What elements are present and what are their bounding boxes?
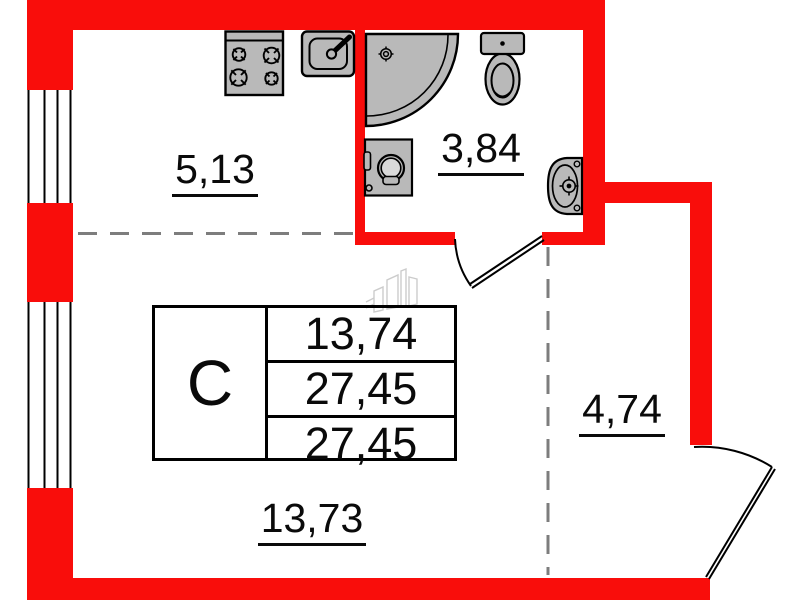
room-area-value: 13,73	[257, 498, 367, 546]
area-row-total-reduced: 27,45	[268, 415, 454, 470]
area-row-total: 27,45	[268, 360, 454, 415]
stove-icon	[224, 30, 285, 97]
window-top-icon	[27, 90, 72, 203]
shower-icon	[364, 32, 460, 128]
bathroom-area-label: 3,84	[429, 128, 533, 176]
hallway-area-value: 4,74	[579, 389, 665, 437]
kitchen-sink-icon	[300, 30, 356, 78]
bathroom-door-icon	[454, 235, 545, 289]
kitchen-area-value: 5,13	[172, 149, 258, 197]
walls	[27, 0, 712, 600]
entrance-door-icon	[693, 445, 776, 580]
area-table-values: 13,74 27,45 27,45	[268, 308, 454, 469]
window-bottom-icon	[27, 302, 72, 488]
washbasin-icon	[546, 156, 584, 216]
washing-machine-icon	[363, 138, 414, 197]
toilet-icon	[479, 31, 526, 106]
unit-type-cell: С	[155, 308, 268, 458]
area-row-living: 13,74	[304, 308, 418, 359]
area-table: С 13,74 27,45 27,45	[152, 305, 457, 469]
room-area-label: 13,73	[250, 498, 374, 546]
kitchen-area-label: 5,13	[163, 149, 267, 197]
bathroom-area-value: 3,84	[438, 128, 524, 176]
hallway-area-label: 4,74	[570, 389, 674, 437]
